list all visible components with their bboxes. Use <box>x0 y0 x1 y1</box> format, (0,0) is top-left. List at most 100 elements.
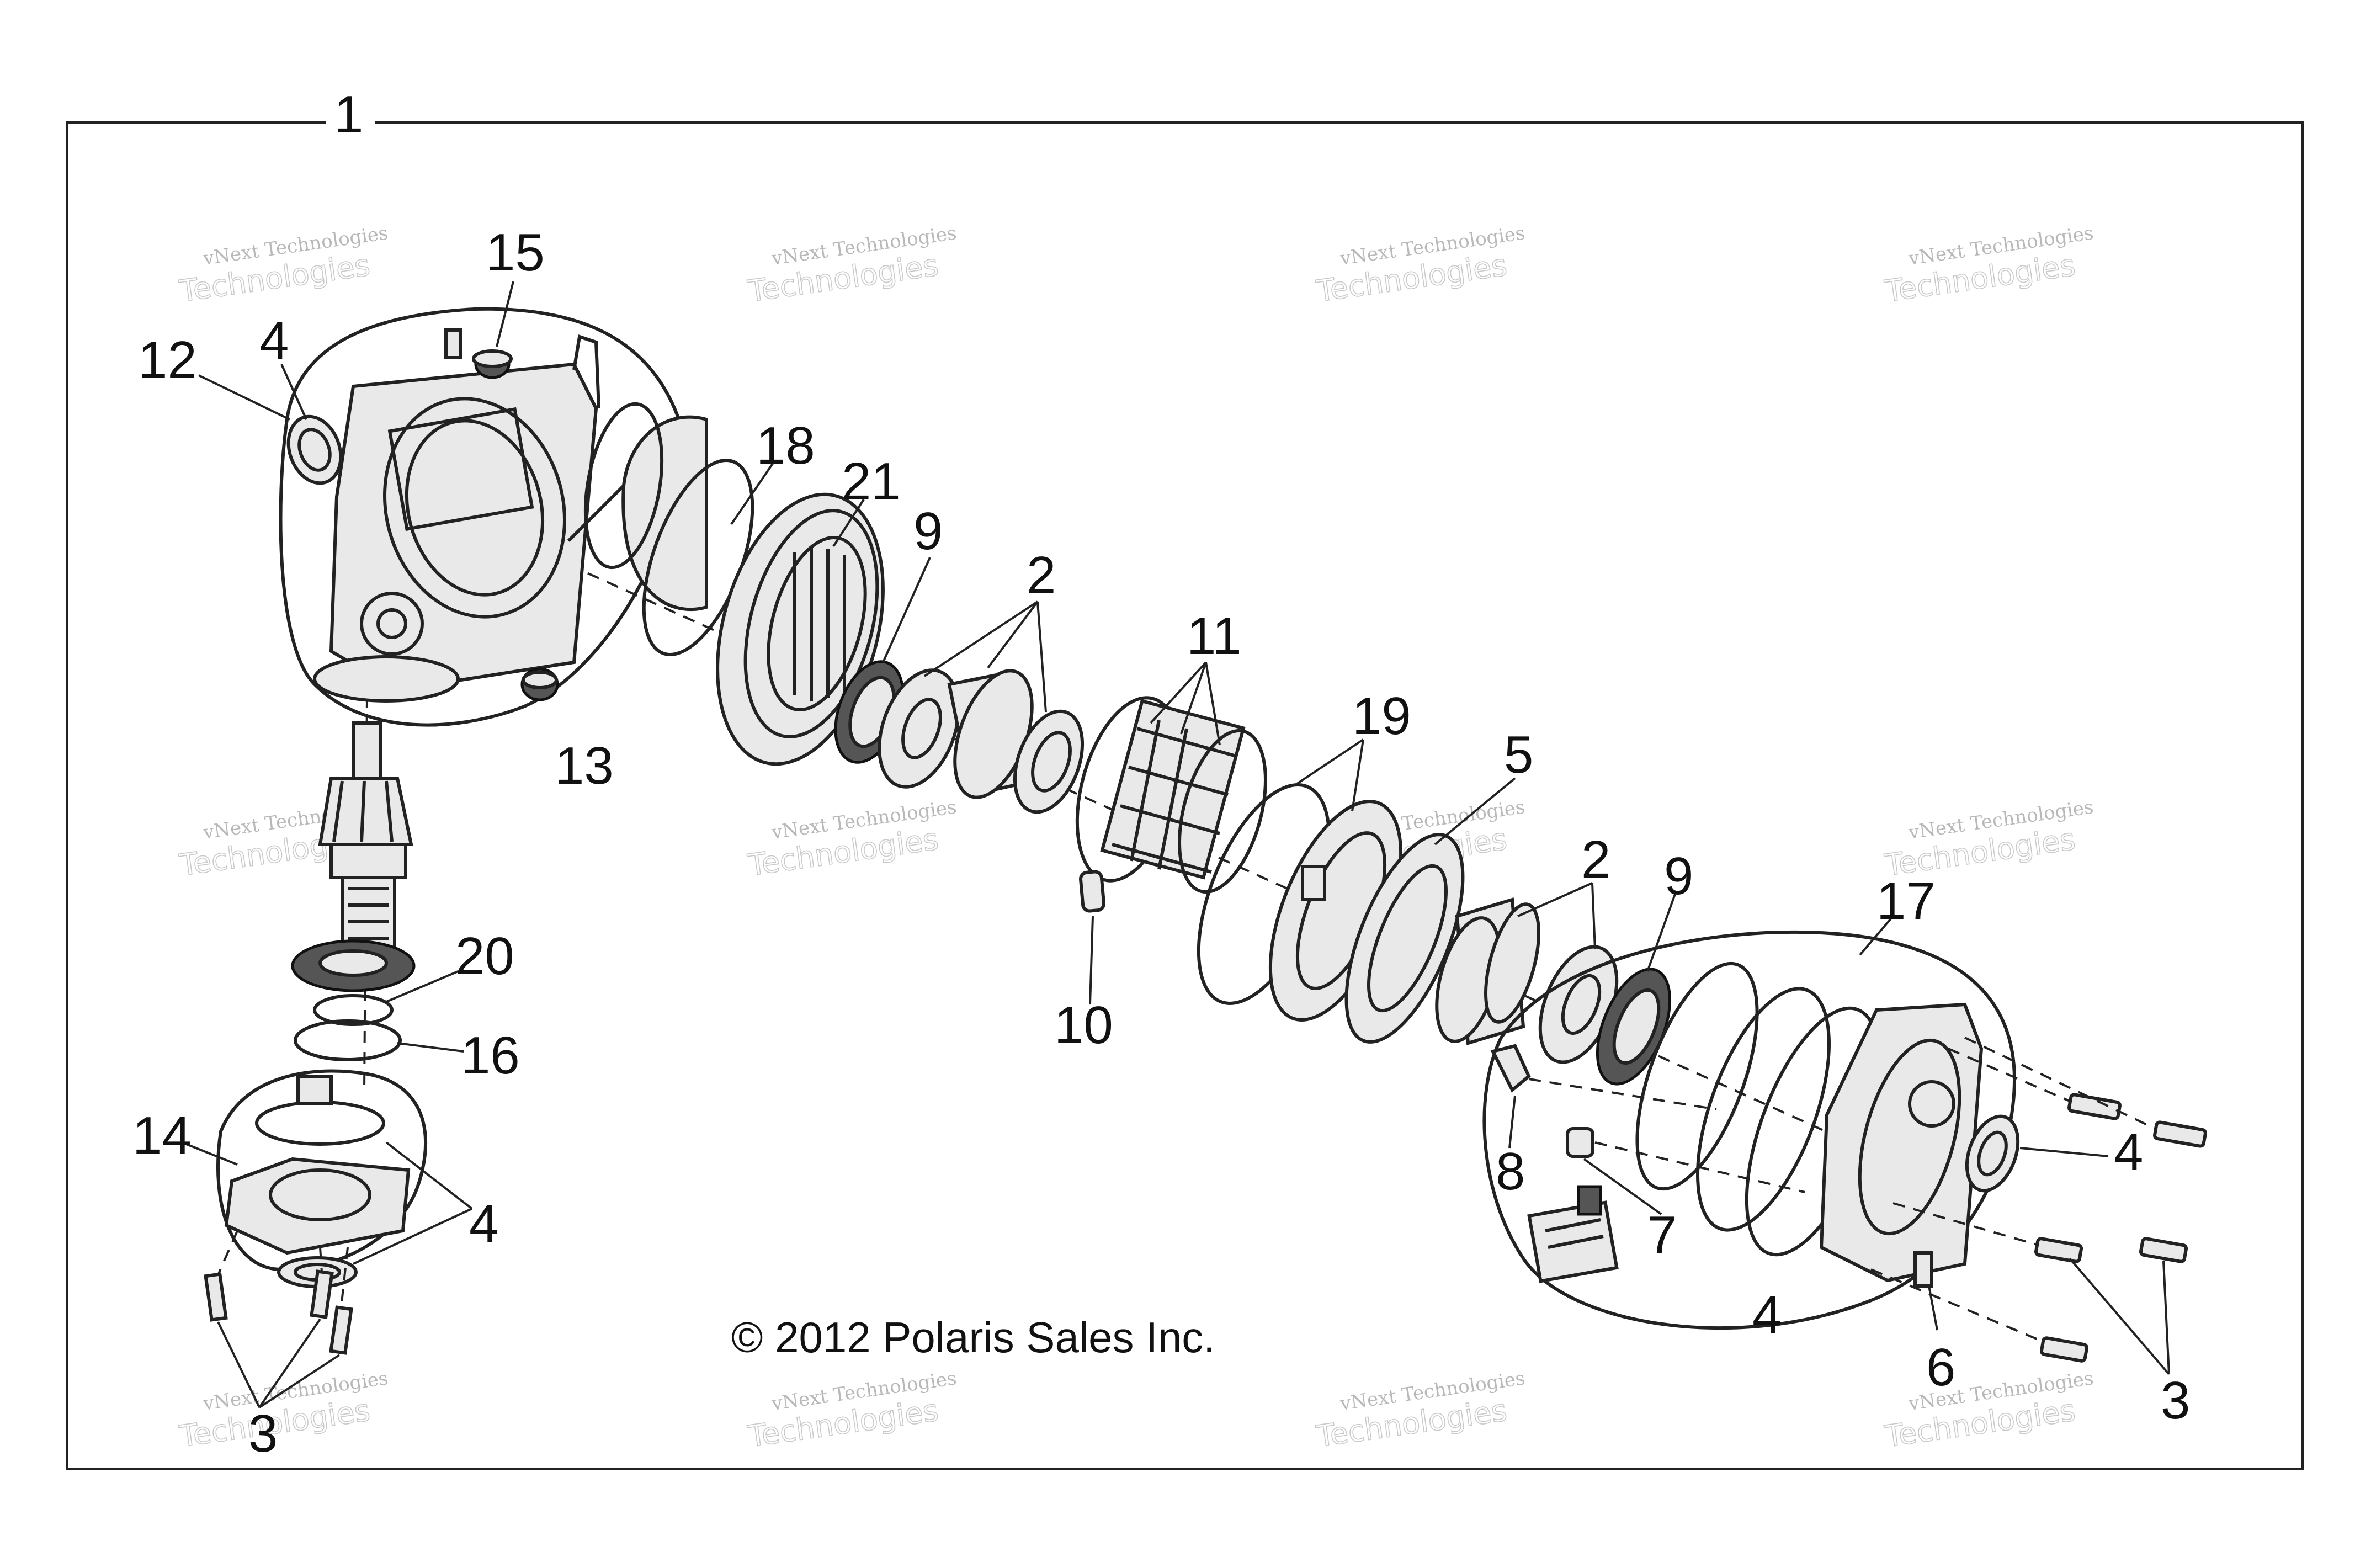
leader-15 <box>496 281 514 347</box>
callout-21: 21 <box>842 452 901 511</box>
leader-16 <box>397 1042 464 1053</box>
watermark: vNext Technologies Technologies <box>177 1367 390 1454</box>
copyright-notice: © 2012 Polaris Sales Inc. <box>731 1313 1215 1362</box>
dash-8 <box>1528 1078 1717 1110</box>
callout-1: 1 <box>334 85 363 144</box>
watermark: vNext Technologies Technologies <box>1314 1367 1527 1454</box>
callout-3: 3 <box>2161 1371 2190 1430</box>
leader-5 <box>1434 777 1516 846</box>
bolts-3-right <box>2034 1093 2207 1363</box>
bearing-sleeve <box>567 402 708 612</box>
callout-6: 6 <box>1926 1338 1955 1397</box>
callout-17: 17 <box>1876 871 1936 931</box>
watermark: vNext Technologies Technologies <box>1882 222 2095 309</box>
watermark: vNext Technologies Technologies <box>745 222 958 309</box>
watermark: vNext Technologies Technologies <box>177 222 390 309</box>
leader-2-left-b <box>987 600 1039 669</box>
watermark: vNext Technologies Technologies <box>1882 1367 2095 1454</box>
watermark: vNext Technologies Technologies <box>1882 796 2095 883</box>
leader-4-bottom-a <box>385 1141 473 1210</box>
leader-14 <box>182 1141 238 1166</box>
leader-11-a <box>1150 661 1207 724</box>
leader-10 <box>1089 916 1094 1005</box>
dash-bolt-left-c <box>340 1247 349 1309</box>
callout-4: 4 <box>1752 1285 1782 1344</box>
callout-18: 18 <box>756 416 815 475</box>
callout-2: 2 <box>1027 546 1056 605</box>
leader-7 <box>1583 1158 1662 1215</box>
ring-4-b <box>1696 987 1831 1232</box>
leader-11-c <box>1205 662 1221 746</box>
callout-4: 4 <box>469 1194 498 1253</box>
callout-3: 3 <box>248 1404 278 1463</box>
pinion-bearing <box>291 939 416 992</box>
leader-2-right-a <box>1517 882 1593 917</box>
callout-13: 13 <box>555 736 614 795</box>
callout-2: 2 <box>1581 830 1610 889</box>
hub-2-right <box>1435 897 1540 1045</box>
assembly-frame <box>66 121 2304 1470</box>
seal-4-rear <box>1965 1114 2020 1193</box>
callouts: 15 12 4 18 21 9 2 11 19 13 5 2 9 17 20 1… <box>132 223 2190 1463</box>
ring-4-a <box>1635 961 1759 1191</box>
callout-12: 12 <box>138 331 197 390</box>
callout-19: 19 <box>1352 687 1411 746</box>
leader-3-left-a <box>217 1321 261 1408</box>
callout-5: 5 <box>1504 725 1533 784</box>
bottom-cover-group-outline <box>216 1069 428 1272</box>
seal-12 <box>286 414 343 485</box>
leader-3-left-c <box>258 1354 341 1408</box>
watermark: vNext Technologies Technologies <box>745 1367 958 1454</box>
callout-7: 7 <box>1647 1205 1677 1264</box>
leader-4-bottom-b <box>353 1208 472 1265</box>
dash-bolt-left-b <box>319 1247 323 1273</box>
callout-10: 10 <box>1054 996 1113 1055</box>
bottom-cover-14 <box>224 1075 411 1255</box>
dash-7 <box>1594 1141 1805 1193</box>
dash-bolt-a <box>1948 1048 2070 1102</box>
callout-20: 20 <box>455 927 514 986</box>
leader-20 <box>386 970 459 1003</box>
bearings-2-left <box>878 668 1085 814</box>
dash-bolt-d <box>1870 1268 2043 1342</box>
leader-19-a <box>1296 738 1364 785</box>
bearing-9-right <box>1596 968 1672 1086</box>
plug-15 <box>472 349 513 379</box>
front-housing <box>313 334 600 703</box>
sensor-assembly <box>1527 1185 1619 1283</box>
leader-19-b <box>1351 739 1364 812</box>
callout-4: 4 <box>259 311 289 370</box>
leader-8 <box>1508 1095 1516 1149</box>
callout-9: 9 <box>1664 847 1693 906</box>
dash-bolt-left-a <box>217 1230 238 1275</box>
leader-18 <box>730 463 774 525</box>
callout-11: 11 <box>1187 607 1242 666</box>
leader-4-rear <box>2019 1147 2109 1157</box>
plug-13 <box>520 667 559 701</box>
callout-14: 14 <box>132 1106 192 1165</box>
leader-2-left-a <box>923 600 1039 677</box>
bolts-3-left <box>204 1269 353 1355</box>
bolt-6 <box>1913 1251 1933 1288</box>
leader-3-right-a <box>2069 1257 2170 1375</box>
leader-17 <box>1859 915 1894 956</box>
leader-9-left <box>882 557 931 663</box>
leader-3-right-b <box>2162 1261 2170 1375</box>
sleeve-7 <box>1566 1127 1594 1158</box>
roller-cage-11 <box>1075 696 1267 894</box>
callout-16: 16 <box>461 1026 520 1085</box>
callout-9: 9 <box>913 502 943 561</box>
pinion-gear <box>318 721 413 951</box>
leader-21 <box>832 498 865 548</box>
leader-2-right-b <box>1591 883 1596 950</box>
callout-4: 4 <box>2114 1123 2143 1182</box>
vent-fitting <box>444 328 462 359</box>
callout-8: 8 <box>1496 1142 1525 1201</box>
leader-3-left-b <box>258 1318 321 1408</box>
roll-pin-10 <box>1079 870 1105 913</box>
leader-9-right <box>1646 894 1676 972</box>
leader-12 <box>198 374 290 421</box>
ring-16 <box>294 1019 402 1061</box>
leader-11-b <box>1180 662 1207 735</box>
